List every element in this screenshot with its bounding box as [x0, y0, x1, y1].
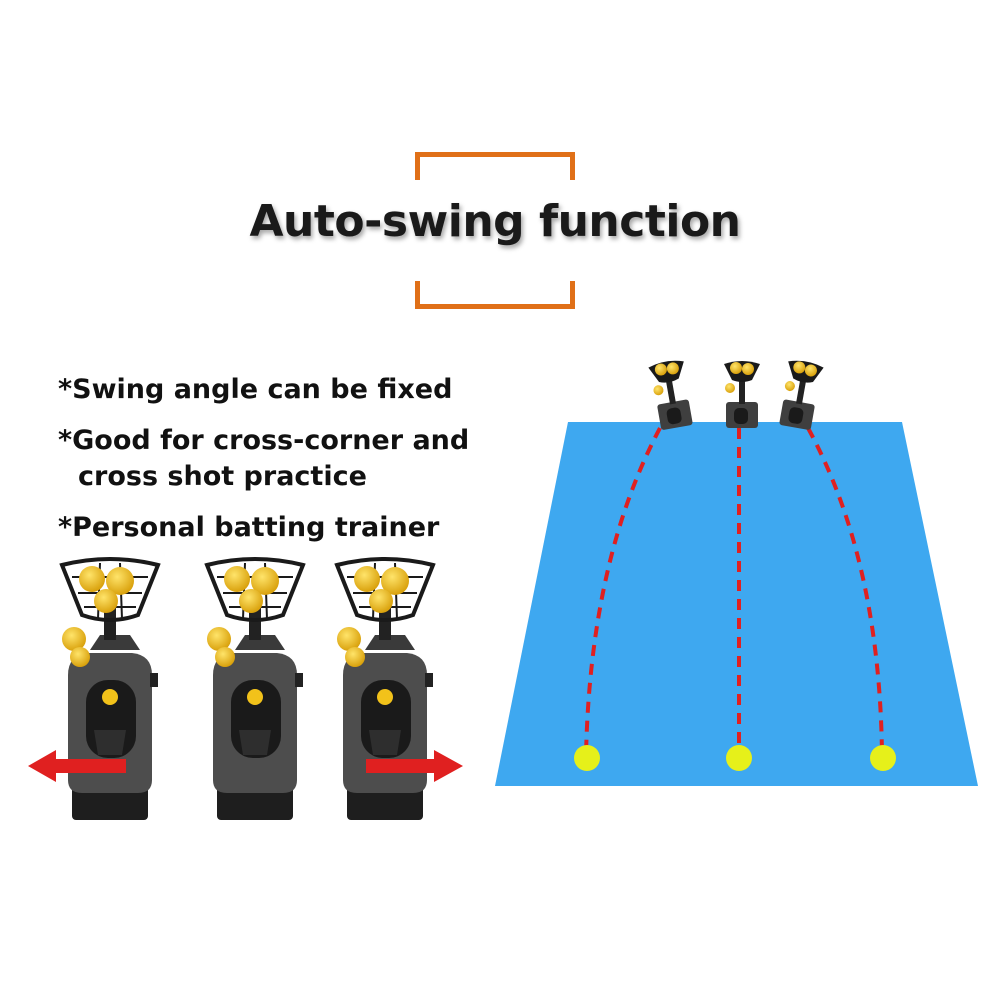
court — [495, 422, 978, 786]
title-bracket-bottom — [415, 281, 575, 309]
feature-text: *Swing angle can be fixed — [58, 374, 453, 405]
feature-text-continued: cross shot practice — [78, 461, 367, 492]
mini-machine-left — [647, 358, 695, 431]
page-title: Auto-swing function — [249, 196, 742, 247]
trajectory-right — [806, 427, 884, 757]
landing-ball-left — [574, 745, 600, 771]
trajectory-left — [584, 427, 662, 757]
mini-machine-right — [777, 358, 825, 431]
feature-item-batting-trainer: *Personal batting trainer — [58, 510, 469, 546]
arrow-left-icon — [28, 750, 126, 782]
landing-ball-center — [726, 745, 752, 771]
feature-item-cross-corner: *Good for cross-corner and cross shot pra… — [58, 423, 469, 495]
landing-ball-right — [870, 745, 896, 771]
feature-item-fixed-angle: *Swing angle can be fixed — [58, 372, 469, 408]
title-bracket-top — [415, 152, 575, 180]
feature-text: *Personal batting trainer — [58, 512, 440, 543]
feature-text: *Good for cross-corner and — [58, 425, 470, 456]
mini-machine-center — [724, 361, 760, 428]
feature-list: *Swing angle can be fixed *Good for cros… — [58, 372, 469, 561]
machine-left — [60, 557, 160, 822]
machine-right — [335, 557, 435, 822]
arrow-right-icon — [366, 750, 463, 782]
machine-center — [205, 557, 305, 822]
